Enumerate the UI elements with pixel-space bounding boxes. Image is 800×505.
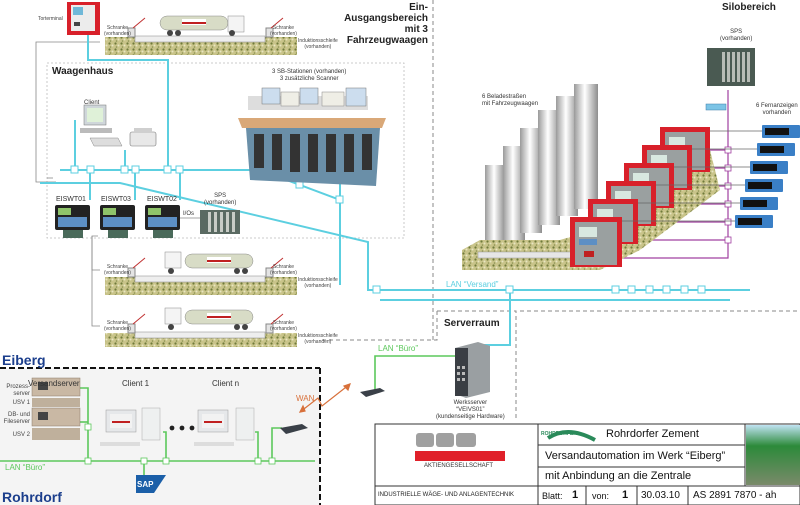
display-lines — [622, 130, 762, 222]
client1-pc-icon — [100, 407, 161, 446]
gate-terminal-icon — [67, 2, 100, 35]
barrier-label: Schranke (vorhanden) — [270, 25, 297, 37]
router-icon — [360, 388, 385, 397]
silo-icons — [485, 84, 598, 245]
area-weighhouse-title: Waagenhaus — [52, 66, 114, 77]
truck-icon — [164, 251, 254, 274]
sheet-number: 1 — [572, 489, 579, 501]
clientn-pc-icon — [194, 407, 255, 446]
sps-weighhouse-label: SPS (vorhanden) — [204, 193, 237, 206]
induction-loop-label: Induktionsschleife (vorhanden) — [298, 333, 338, 345]
router-rohrdorf-icon — [280, 424, 308, 434]
truck-icon — [159, 15, 245, 36]
rack-item-process-server: Prozess- server — [6, 384, 30, 397]
induction-loop-label: Induktionsschleife (vorhanden) — [298, 277, 338, 289]
area-entrance-title: Ein-Ausgangsbereich mit 3 Fahrzeugwaagen — [344, 2, 428, 46]
of-number: 1 — [622, 489, 629, 501]
doc-number: AS 2891 7870 - ah — [693, 490, 777, 501]
title-line1: Versandautomation im Werk “Eiberg” — [545, 450, 726, 462]
sheet-label: Blatt: — [542, 491, 563, 501]
company-desc: INDUSTRIELLE WÄGE- UND ANLAGENTECHNIK — [378, 492, 515, 498]
terminal-label-eiswt01: EISWT01 — [56, 196, 86, 203]
rack-item-usv2: USV 2 — [12, 432, 30, 438]
region-rohrdorf-label: Rohrdorf — [2, 489, 62, 505]
wan-label: WAN — [296, 394, 315, 403]
region-weighhouse — [46, 62, 405, 239]
rack-item-usv1: USV 1 — [12, 400, 30, 406]
terminal-label-eiswt02: EISWT02 — [147, 196, 177, 203]
barrier-label: Schranke (vorhanden) — [270, 264, 297, 276]
barrier-label: Schranke (vorhanden) — [104, 25, 131, 37]
versandserver-label: Versandserver — [28, 379, 80, 388]
remote-displays-label: 6 Fernanzeigen vorhanden — [756, 103, 798, 116]
region-serverroom — [320, 310, 800, 420]
weighing-terminal-icons — [55, 205, 180, 238]
versandserver-rack-icon — [31, 377, 81, 440]
barrier-label: Schranke (vorhanden) — [104, 264, 131, 276]
sap-logo-icon — [136, 475, 166, 493]
sps-weighhouse-icon — [200, 210, 240, 234]
clientn-label: Client n — [212, 379, 240, 388]
werkserver-icon — [455, 342, 490, 398]
scenery-photo — [746, 425, 800, 485]
sap-label: SAP — [137, 480, 154, 489]
silo-scale-platform — [477, 251, 579, 259]
lan-buero-junctions — [84, 423, 276, 465]
company-sub: AKTIENGESELLSCHAFT — [424, 463, 494, 469]
remote-display-icons — [735, 125, 800, 228]
customer-name: Rohrdorfer Zement — [606, 428, 699, 440]
terminal-label-eiswt03: EISWT03 — [101, 196, 131, 203]
lan-versand-label: LAN “Versand” — [446, 280, 499, 289]
date: 30.03.10 — [641, 490, 680, 501]
loading-lanes-bed — [462, 150, 720, 270]
gate-terminal-label: Torterminal — [38, 16, 63, 22]
silo-terminal-icons — [570, 127, 710, 267]
client1-label: Client 1 — [122, 379, 150, 388]
client-label: Client — [84, 100, 100, 106]
customer-logo-text: ROHRDORFER — [541, 431, 577, 437]
barrier-icons — [127, 17, 284, 334]
loading-lanes-label: 6 Beladestraßen mit Fahrzeugwaagen — [482, 94, 539, 107]
lan-buero-rohrdorf-label: LAN “Büro” — [5, 463, 46, 472]
rack-item-db-fileserver: DB- und Fileserver — [3, 412, 30, 425]
oas-logo — [415, 433, 505, 461]
region-eiberg-label: Eiberg — [2, 352, 46, 368]
ios-label: I/Os — [183, 211, 195, 217]
client-pc-icon — [80, 104, 123, 147]
wan-link-icon — [298, 383, 351, 413]
scale-platforms — [134, 35, 266, 339]
io-module-icon — [705, 103, 727, 111]
sps-silo-icon — [707, 48, 755, 86]
rohrdorfer-logo — [546, 430, 596, 442]
silo-bus-junctions — [724, 146, 732, 244]
area-silo-title: Silobereich — [722, 2, 776, 13]
lan-junctions — [70, 165, 706, 294]
barrier-label: Schranke (vorhanden) — [270, 320, 297, 332]
of-label: von: — [592, 491, 610, 501]
barrier-label: Schranke (vorhanden) — [104, 320, 131, 332]
sb-stations-label: 3 SB-Stationen (vorhanden) 3 zusätzliche… — [272, 69, 347, 82]
ellipsis-dots — [169, 425, 195, 431]
printer-icon — [129, 128, 157, 147]
truck-icon — [164, 307, 254, 330]
area-serverroom-title: Serverraum — [444, 318, 500, 329]
title-line2: mit Anbindung an die Zentrale — [545, 470, 692, 482]
lan-buero-lines — [0, 355, 460, 478]
sps-silo-label: SPS (vorhanden) — [720, 29, 753, 42]
lan-buero-server-label: LAN “Büro” — [378, 344, 419, 353]
sb-stations-icon — [238, 87, 386, 186]
induction-loop-label: Induktionsschleife (vorhanden) — [298, 38, 338, 50]
werkserver-label: Werksserver “VEIVS01” (kundenseitige Har… — [436, 400, 505, 420]
